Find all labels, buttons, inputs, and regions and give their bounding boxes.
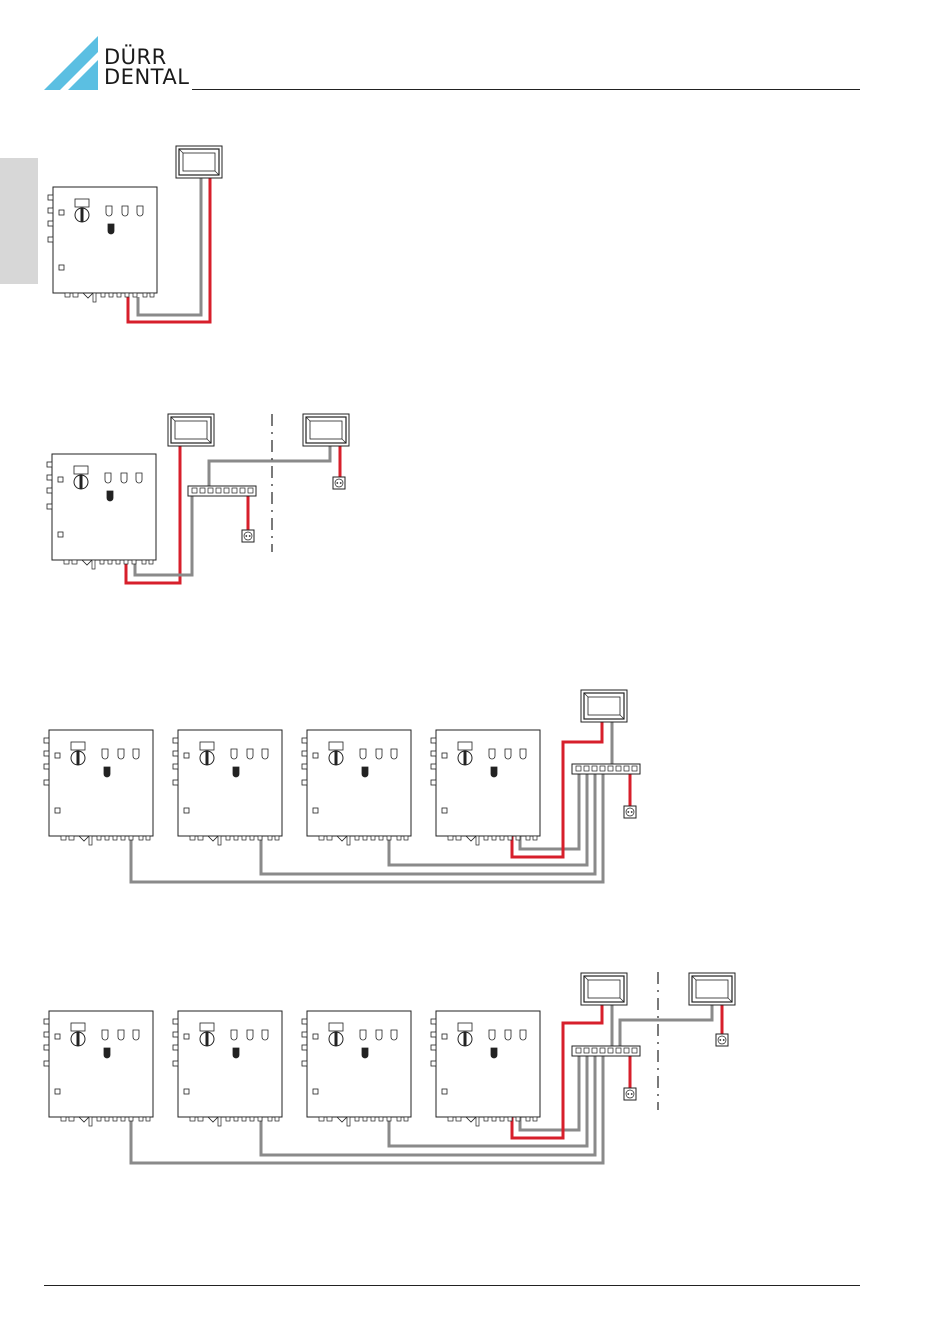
control-cabinet-icon [173, 730, 282, 845]
power-socket-icon [716, 1034, 728, 1046]
control-cabinet-icon [173, 1011, 282, 1126]
network-cable [209, 445, 330, 488]
footer-rule [44, 1285, 860, 1286]
touch-panel-icon [168, 414, 214, 446]
network-switch-icon [572, 1046, 640, 1056]
figure-2 [47, 414, 349, 583]
control-cabinet-icon [47, 454, 156, 569]
power-socket-icon [242, 530, 254, 542]
touch-panel-icon [581, 973, 627, 1005]
power-socket-icon [624, 1088, 636, 1100]
touch-panel-icon [689, 973, 735, 1005]
network-switch-icon [188, 486, 256, 496]
figure-3 [44, 690, 640, 882]
control-cabinet-icon [44, 1011, 153, 1126]
network-cable [620, 1004, 712, 1048]
power-socket-icon [333, 477, 345, 489]
figure-4 [44, 972, 735, 1163]
control-cabinet-icon [302, 730, 411, 845]
network-switch-icon [572, 764, 640, 774]
figure-1 [48, 146, 222, 322]
touch-panel-icon [303, 414, 349, 446]
control-cabinet-icon [302, 1011, 411, 1126]
control-cabinet-icon [431, 730, 540, 845]
touch-panel-icon [581, 690, 627, 722]
control-cabinet-icon [44, 730, 153, 845]
control-cabinet-icon [431, 1011, 540, 1126]
power-socket-icon [624, 806, 636, 818]
touch-panel-icon [176, 146, 222, 178]
control-cabinet-icon [48, 187, 157, 302]
